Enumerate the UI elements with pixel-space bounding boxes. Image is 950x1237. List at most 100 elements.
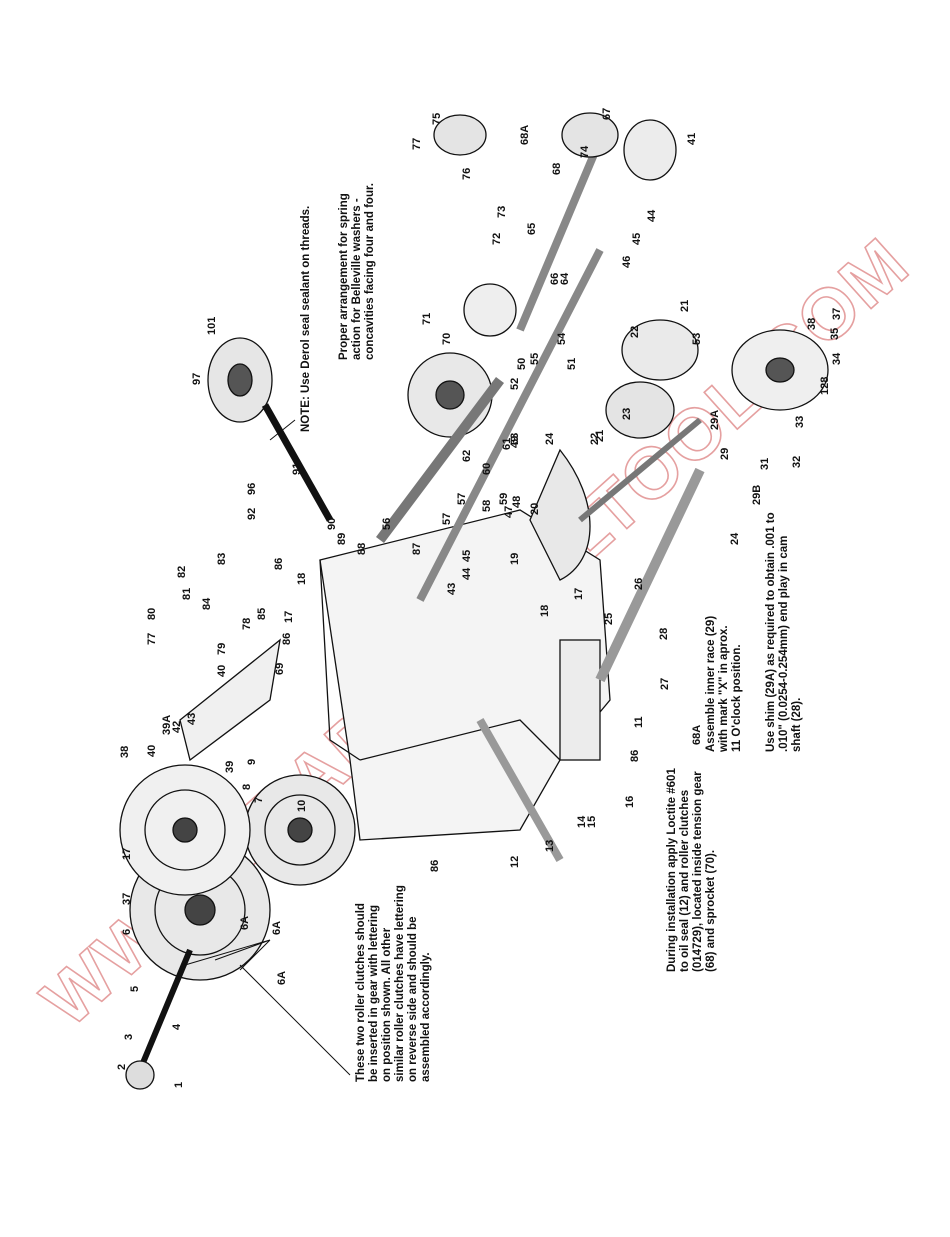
part-label: 42 — [171, 721, 183, 733]
part-label: 57 — [456, 493, 468, 505]
part-label: 47 — [503, 506, 515, 518]
part-label: 18 — [296, 573, 308, 585]
part-label: 87 — [411, 543, 423, 555]
part-label: 84 — [201, 597, 213, 610]
part-label: 101 — [206, 317, 218, 335]
part-label: 13 — [544, 840, 556, 852]
part-label: 17 — [121, 848, 133, 860]
part-label: 37 — [121, 893, 133, 905]
part-label: 60 — [481, 463, 493, 475]
part-label: 24 — [729, 532, 741, 545]
part-label: 14 — [576, 815, 588, 828]
part-label: 85 — [256, 608, 268, 620]
part-label: 25 — [603, 613, 615, 625]
part-label: 62 — [461, 450, 473, 462]
part-label: 22 — [629, 326, 641, 338]
part-label: 9 — [246, 759, 258, 765]
part-label: 54 — [556, 332, 568, 345]
part-label: 88 — [356, 543, 368, 555]
part-label: 61 — [501, 438, 513, 450]
part-label: 15 — [586, 816, 598, 828]
part-label: 26 — [633, 578, 645, 590]
part-label: 4 — [171, 1023, 183, 1030]
part-label: 31 — [759, 458, 771, 470]
part-label: 73 — [496, 206, 508, 218]
note-shim: Use shim (29A) as required to obtain .00… — [765, 512, 803, 752]
part-label: 128 — [819, 377, 831, 395]
part-label: 83 — [216, 553, 228, 565]
part-label: 40 — [146, 745, 158, 757]
part-label: 67 — [601, 108, 613, 120]
part-label: 12 — [509, 856, 521, 868]
part-label: 29A — [709, 410, 721, 430]
part-label: 6 — [121, 929, 133, 935]
part-label: 66 — [549, 273, 561, 285]
part-label: 58 — [481, 500, 493, 512]
part-label: 21 — [679, 300, 691, 312]
part-label: 32 — [791, 456, 803, 468]
part-label: 51 — [566, 358, 578, 370]
part-label: 39A — [161, 715, 173, 735]
part-label: 45 — [461, 550, 473, 562]
part-label: 55 — [529, 353, 541, 365]
part-label: 65 — [526, 223, 538, 235]
part-label: 49 — [509, 436, 521, 448]
part-label: 69 — [274, 663, 286, 675]
part-label: 75 — [431, 113, 443, 125]
part-label: 86 — [429, 860, 441, 872]
part-label: 29B — [751, 485, 763, 505]
part-label: 63 — [509, 433, 521, 445]
part-label: 38 — [119, 746, 131, 758]
part-labels: 1 2 3 4 5 6 6A 6A 6A 7 8 9 10 11 12 13 1… — [116, 108, 843, 1088]
part-label: 45 — [631, 233, 643, 245]
note-loctite: During installation apply Loctite #601 t… — [666, 768, 717, 972]
part-label: 86 — [281, 633, 293, 645]
part-label: 82 — [176, 566, 188, 578]
part-label: 40 — [216, 665, 228, 677]
part-label: 2 — [116, 1064, 128, 1070]
part-label: 72 — [491, 233, 503, 245]
part-label: 29 — [719, 448, 731, 460]
part-label: 3 — [123, 1034, 135, 1040]
part-label: 56 — [381, 518, 393, 530]
part-label: 78 — [241, 618, 253, 630]
part-label: 38 — [806, 318, 818, 330]
part-label: 5 — [129, 986, 141, 992]
part-label: 50 — [516, 358, 528, 370]
part-label: 17 — [573, 588, 585, 600]
part-label: 79 — [216, 643, 228, 655]
part-label: 17 — [283, 611, 295, 623]
part-label: 92 — [246, 508, 258, 520]
part-label: 46 — [621, 256, 633, 268]
part-label: 48 — [511, 496, 523, 508]
part-label: 89 — [336, 533, 348, 545]
part-label: 10 — [296, 800, 308, 812]
part-label: 97 — [191, 373, 203, 385]
part-label: 68 — [551, 163, 563, 175]
part-label: 53 — [691, 333, 703, 345]
part-label: 43 — [446, 583, 458, 595]
part-label: 86 — [629, 750, 641, 762]
part-label: 19 — [509, 553, 521, 565]
part-label: 91 — [291, 463, 303, 475]
drawing — [119, 112, 829, 1090]
part-label: 28 — [658, 628, 670, 640]
part-label: 81 — [181, 588, 193, 600]
part-label: 6A — [271, 921, 283, 935]
part-label: 76 — [461, 168, 473, 180]
part-label: 68A — [519, 125, 531, 145]
part-label: 59 — [498, 493, 510, 505]
part-label: 64 — [559, 272, 571, 285]
part-label: 16 — [624, 796, 636, 808]
part-label: 23 — [621, 408, 633, 420]
part-label: 71 — [421, 313, 433, 325]
part-label: 80 — [146, 608, 158, 620]
part-label: 44 — [461, 567, 473, 580]
note-derol: NOTE: Use Derol seal sealant on threads. — [300, 205, 312, 432]
part-label: 77 — [146, 633, 158, 645]
part-label: 6A — [276, 971, 288, 985]
part-label: 21 — [594, 430, 606, 442]
part-label: 39 — [224, 761, 236, 773]
note-roller-clutches: These two roller clutches should be inse… — [355, 885, 432, 1082]
